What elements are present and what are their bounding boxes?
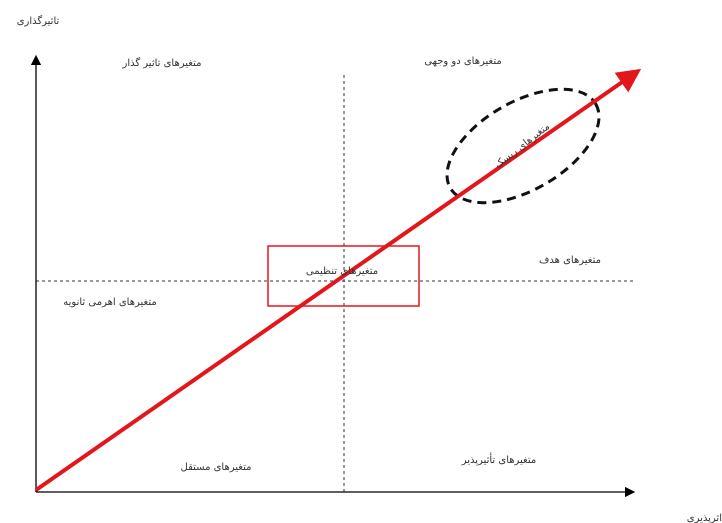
quadrant-bottom-right-label: متغیرهای تأثیرپذیر: [461, 452, 537, 466]
x-axis-label: اثرپذیری: [687, 513, 722, 523]
regulatory-variables-label: متغیرهای تنظیمی: [306, 266, 378, 277]
risk-variables-label: متغیرهای ریسک: [493, 121, 552, 171]
y-axis-label: تاثیرگذاری: [17, 15, 60, 27]
diagonal-arrow: [34, 68, 642, 492]
secondary-lever-variables-label: متغیرهای اهرمی ثانویه: [63, 297, 156, 308]
quadrant-top-right-label: متغیرهای دو وجهی: [424, 56, 501, 67]
quadrant-top-left-label: متغیرهای تاثیر گذار: [121, 57, 201, 69]
regulatory-variables-box: [267, 245, 420, 307]
target-variables-label: متغیرهای هدف: [539, 255, 601, 266]
risk-variables-ellipse: [445, 87, 601, 205]
quadrant-bottom-left-label: متغیرهای مستقل: [181, 462, 252, 473]
